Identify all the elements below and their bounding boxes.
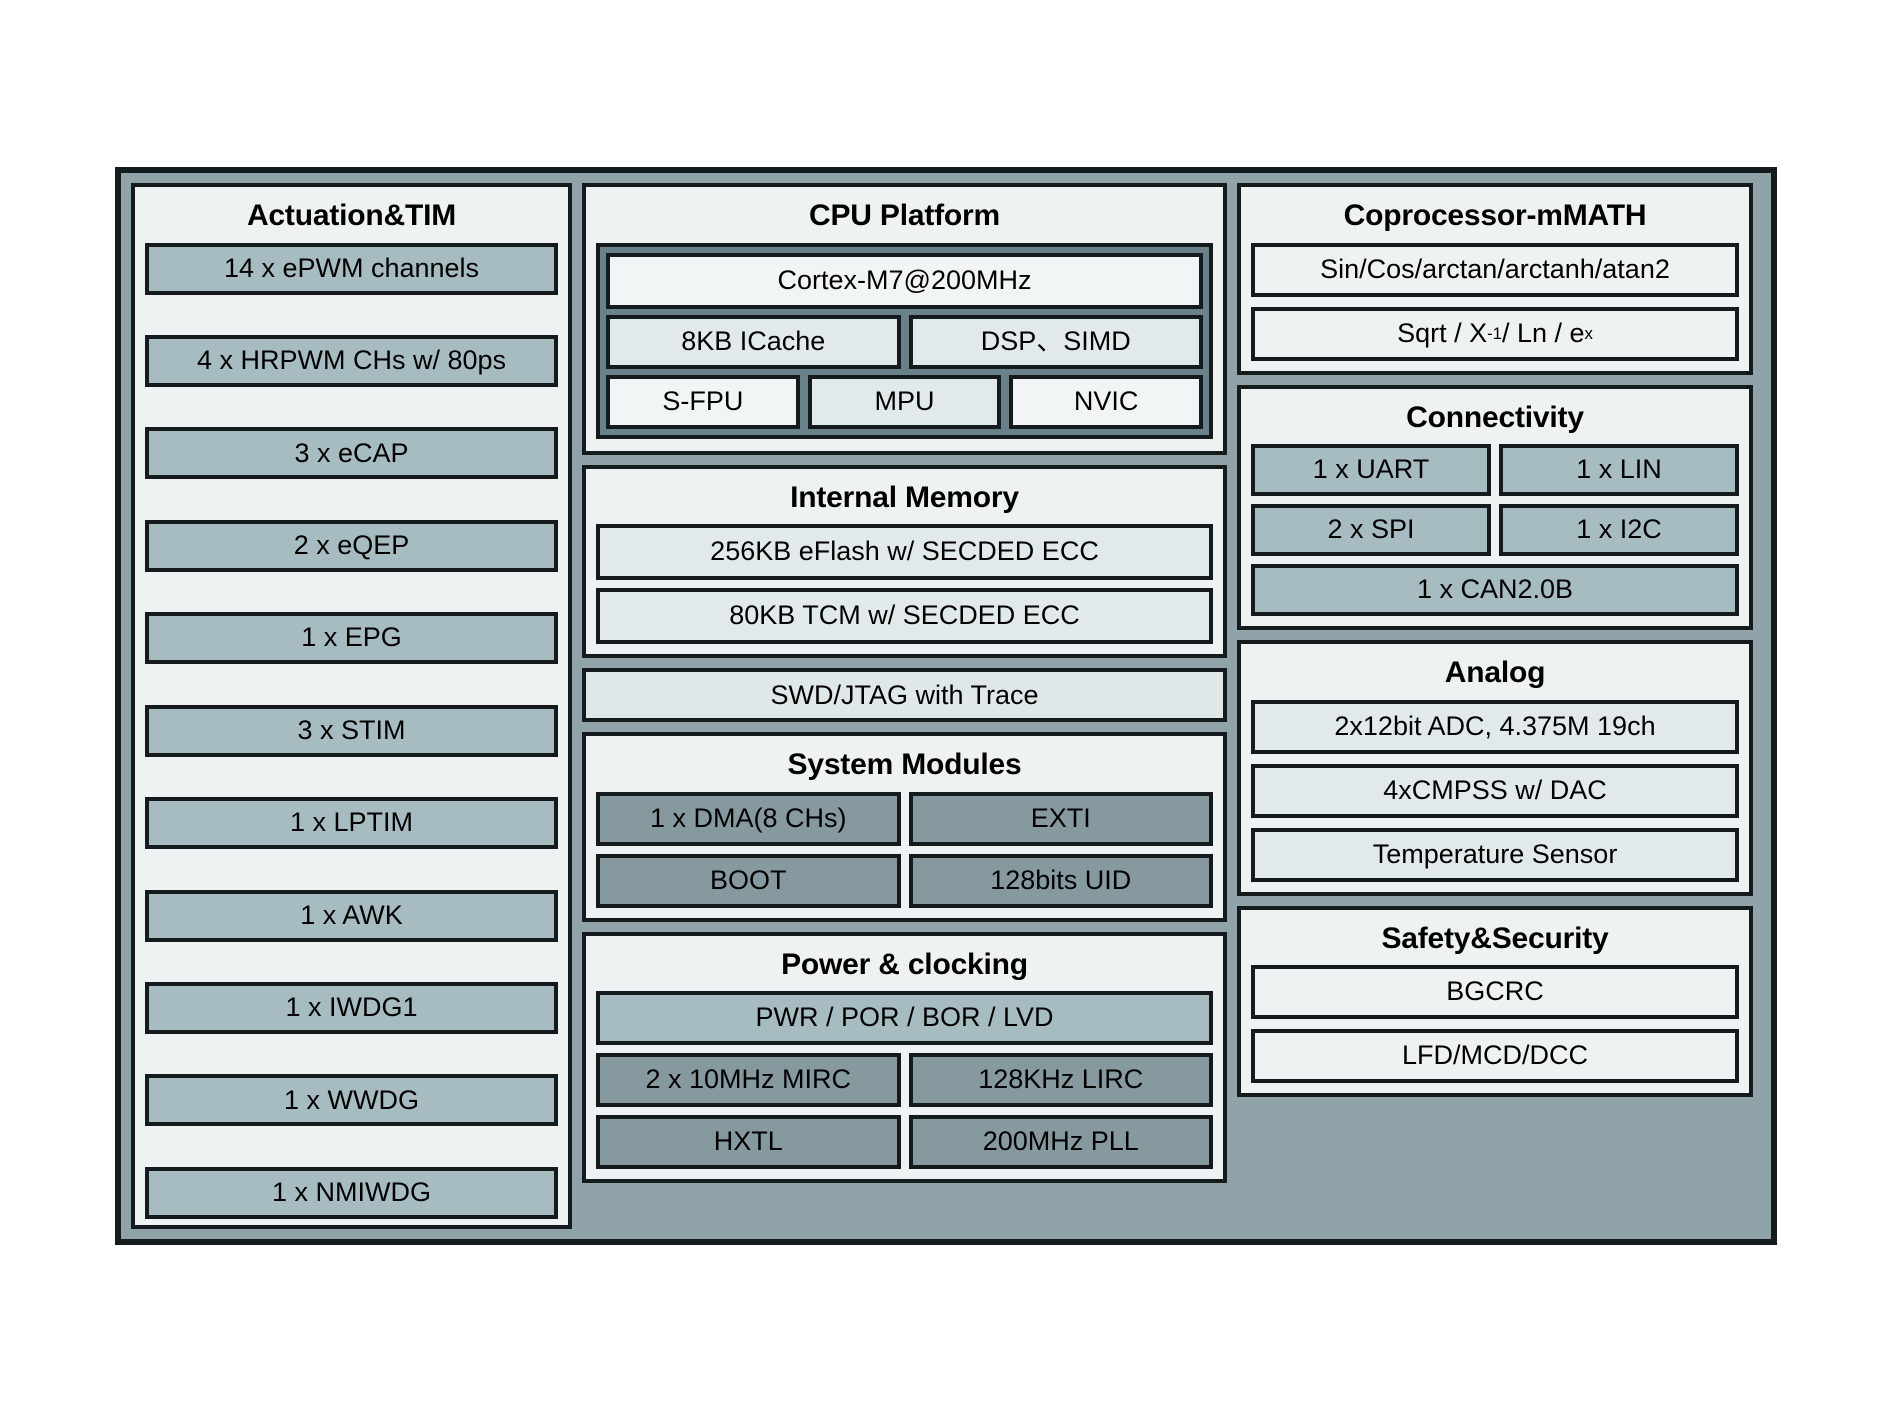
power-clocking-title: Power & clocking [781, 947, 1028, 981]
power-clocking-row-2: HXTL 200MHz PLL [596, 1115, 1213, 1169]
right-column: Coprocessor-mMATH Sin/Cos/arctan/arctanh… [1237, 183, 1753, 1229]
cpu-icache-cell: 8KB ICache [606, 314, 901, 369]
analog-adc-cell: 2x12bit ADC, 4.375M 19ch [1251, 699, 1739, 754]
connectivity-i2c-cell: 1 x I2C [1499, 504, 1739, 556]
connectivity-title: Connectivity [1406, 400, 1584, 434]
system-modules-title: System Modules [787, 748, 1022, 781]
cpu-dsp-simd-cell: DSP、SIMD [908, 314, 1203, 369]
coprocessor-mmath-group: Coprocessor-mMATH Sin/Cos/arctan/arctanh… [1237, 183, 1753, 375]
cpu-sfpu-cell: S-FPU [606, 374, 800, 429]
system-modules-grid: 1 x DMA(8 CHs) EXTI BOOT 128bits UID [596, 791, 1213, 908]
sysmod-uid-cell: 128bits UID [908, 853, 1213, 908]
safety-bgcrc-cell: BGCRC [1251, 965, 1739, 1019]
actuation-item-ecap: 3 x eCAP [145, 427, 558, 480]
analog-title: Analog [1444, 656, 1546, 689]
cpu-core-cell: Cortex-M7@200MHz [606, 252, 1203, 309]
power-mirc-cell: 2 x 10MHz MIRC [596, 1053, 901, 1107]
power-clocking-row-1: 2 x 10MHz MIRC 128KHz LIRC [596, 1053, 1213, 1107]
safety-lfd-mcd-dcc-cell: LFD/MCD/DCC [1251, 1029, 1739, 1083]
swd-jtag-trace-cell: SWD/JTAG with Trace [582, 668, 1227, 722]
left-column: Actuation&TIM 14 x ePWM channels 4 x HRP… [131, 183, 572, 1229]
actuation-tim-item-list: 14 x ePWM channels 4 x HRPWM CHs w/ 80ps… [145, 242, 558, 1220]
connectivity-row-1: 1 x UART 1 x LIN [1251, 444, 1739, 496]
actuation-item-epwm: 14 x ePWM channels [145, 242, 558, 295]
coproc-trig-cell: Sin/Cos/arctan/arctanh/atan2 [1251, 242, 1739, 297]
safety-security-title: Safety&Security [1381, 921, 1609, 955]
actuation-item-stim: 3 x STIM [145, 704, 558, 757]
system-modules-row-1: 1 x DMA(8 CHs) EXTI [596, 791, 1213, 846]
connectivity-lin-cell: 1 x LIN [1499, 444, 1739, 496]
analog-cmpss-cell: 4xCMPSS w/ DAC [1251, 763, 1739, 818]
cpu-nvic-cell: NVIC [1009, 374, 1204, 429]
actuation-tim-group: Actuation&TIM 14 x ePWM channels 4 x HRP… [131, 183, 572, 1229]
sysmod-dma-cell: 1 x DMA(8 CHs) [596, 791, 901, 846]
connectivity-row-2: 2 x SPI 1 x I2C [1251, 504, 1739, 556]
actuation-item-eqep: 2 x eQEP [145, 519, 558, 572]
connectivity-can-cell: 1 x CAN2.0B [1251, 564, 1739, 616]
power-lirc-cell: 128KHz LIRC [908, 1053, 1213, 1107]
connectivity-grid: 1 x UART 1 x LIN 2 x SPI 1 x I2C 1 x CAN… [1251, 444, 1739, 616]
power-pwr-por-bor-lvd-cell: PWR / POR / BOR / LVD [596, 991, 1213, 1045]
actuation-item-awk: 1 x AWK [145, 889, 558, 942]
coproc-formula-middle: / Ln / e [1501, 317, 1585, 348]
connectivity-group: Connectivity 1 x UART 1 x LIN 2 x SPI 1 … [1237, 384, 1753, 630]
chip-block-diagram: Actuation&TIM 14 x ePWM channels 4 x HRP… [115, 167, 1777, 1245]
actuation-tim-title: Actuation&TIM [246, 199, 457, 232]
middle-column: CPU Platform Cortex-M7@200MHz 8KB ICache… [582, 183, 1227, 1229]
safety-security-group: Safety&Security BGCRC LFD/MCD/DCC [1237, 905, 1753, 1097]
actuation-item-lptim: 1 x LPTIM [145, 797, 558, 850]
cpu-feature-row-2: S-FPU MPU NVIC [606, 374, 1204, 429]
actuation-item-nmiwdg: 1 x NMIWDG [145, 1166, 558, 1219]
system-modules-group: System Modules 1 x DMA(8 CHs) EXTI BOOT … [582, 732, 1227, 922]
analog-group: Analog 2x12bit ADC, 4.375M 19ch 4xCMPSS … [1237, 640, 1753, 896]
actuation-item-iwdg1: 1 x IWDG1 [145, 982, 558, 1034]
coprocessor-mmath-title: Coprocessor-mMATH [1343, 199, 1647, 232]
cpu-mpu-cell: MPU [807, 374, 1002, 429]
power-hxtl-cell: HXTL [596, 1115, 901, 1169]
memory-tcm-cell: 80KB TCM w/ SECDED ECC [596, 588, 1213, 644]
actuation-item-wwdg: 1 x WWDG [145, 1074, 558, 1127]
connectivity-uart-cell: 1 x UART [1251, 444, 1491, 496]
connectivity-spi-cell: 2 x SPI [1251, 504, 1491, 556]
cpu-core-container: Cortex-M7@200MHz 8KB ICache DSP、SIMD S-F… [596, 242, 1213, 439]
system-modules-row-2: BOOT 128bits UID [596, 853, 1213, 908]
actuation-item-hrpwm: 4 x HRPWM CHs w/ 80ps [145, 334, 558, 387]
actuation-item-epg: 1 x EPG [145, 612, 558, 665]
coproc-formula-prefix: Sqrt / X [1397, 317, 1488, 348]
sysmod-boot-cell: BOOT [596, 853, 901, 908]
power-pll-cell: 200MHz PLL [908, 1115, 1213, 1169]
internal-memory-group: Internal Memory 256KB eFlash w/ SECDED E… [582, 464, 1227, 658]
power-clocking-group: Power & clocking PWR / POR / BOR / LVD 2… [582, 931, 1227, 1183]
cpu-platform-group: CPU Platform Cortex-M7@200MHz 8KB ICache… [582, 183, 1227, 455]
cpu-feature-row-1: 8KB ICache DSP、SIMD [606, 314, 1203, 369]
internal-memory-title: Internal Memory [790, 480, 1019, 514]
power-clocking-grid: PWR / POR / BOR / LVD 2 x 10MHz MIRC 128… [596, 991, 1213, 1169]
sysmod-exti-cell: EXTI [908, 791, 1213, 846]
cpu-platform-title: CPU Platform [809, 199, 1000, 232]
memory-eflash-cell: 256KB eFlash w/ SECDED ECC [596, 524, 1213, 580]
analog-temp-sensor-cell: Temperature Sensor [1251, 827, 1739, 882]
